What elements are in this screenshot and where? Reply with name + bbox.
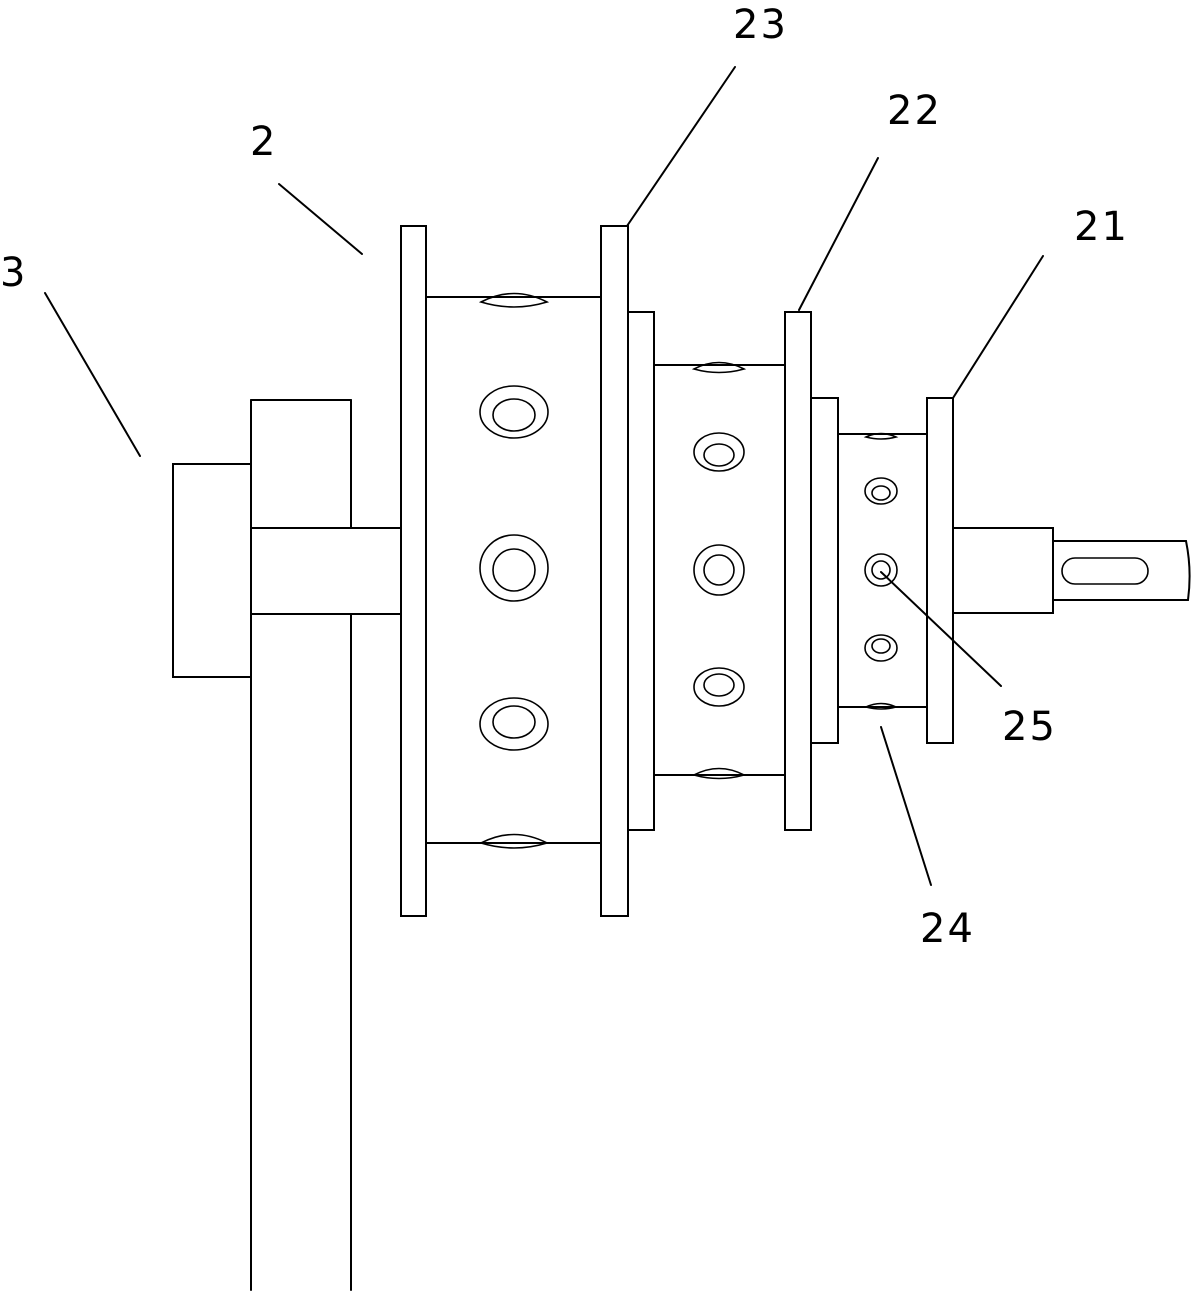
label-23: 23: [733, 2, 788, 48]
label-21: 21: [1074, 204, 1129, 250]
spacer-collar-medium: [627, 311, 655, 831]
label-22: 22: [887, 88, 942, 134]
leader-lines: [44, 66, 1044, 886]
leader-21: [952, 255, 1044, 399]
drum-small: [837, 432, 928, 710]
label-3: 3: [0, 250, 27, 296]
leader-24: [880, 726, 932, 886]
leader-22: [798, 157, 879, 311]
shaft-collar: [952, 527, 1054, 614]
leader-25: [880, 571, 1002, 687]
leader-23: [626, 66, 736, 227]
label-24: 24: [920, 906, 975, 952]
output-shaft: [1052, 540, 1191, 601]
drum-large: [425, 292, 602, 849]
mount-block: [172, 463, 252, 678]
spacer-collar-small: [810, 397, 839, 744]
leader-2: [278, 183, 363, 255]
leader-3: [44, 292, 141, 457]
drum-medium: [653, 361, 786, 780]
flange-23: [600, 225, 629, 917]
label-2: 2: [250, 119, 277, 165]
flange-21: [926, 397, 954, 744]
connecting-shaft: [250, 527, 402, 615]
label-25: 25: [1002, 704, 1057, 750]
keyway-slot: [1061, 557, 1149, 585]
flange-22: [784, 311, 812, 831]
flange-left-large: [400, 225, 427, 917]
